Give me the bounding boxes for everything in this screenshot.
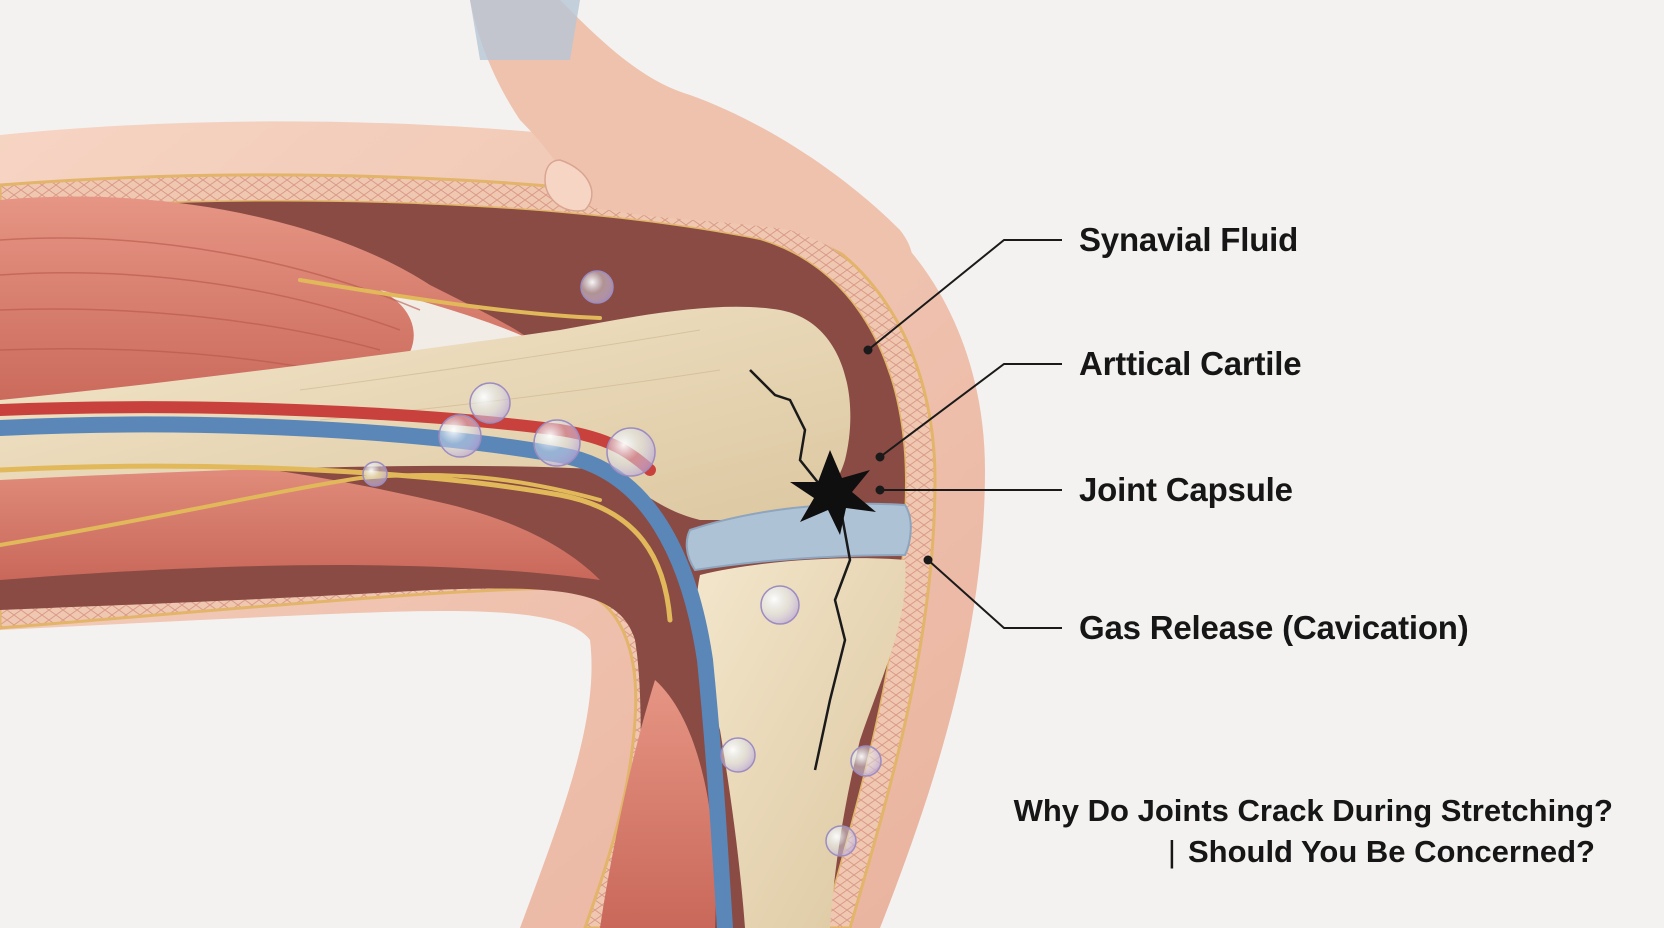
title-line-1: Why Do Joints Crack During Stretching? bbox=[1013, 793, 1613, 828]
title-line-2-text: Should You Be Concerned? bbox=[1187, 834, 1595, 869]
label-joint-capsule: Joint Capsule bbox=[1079, 471, 1293, 508]
crack-starburst bbox=[790, 450, 876, 535]
leader-line-joint-capsule bbox=[875, 485, 1062, 495]
label-articular-cartilage: Arttical Cartile bbox=[1079, 345, 1302, 382]
title-separator: | bbox=[1167, 834, 1176, 869]
leader-line-gas-release bbox=[923, 555, 1062, 629]
tibia-bone bbox=[696, 558, 906, 928]
title-line-2: | Should You Be Concerned? bbox=[1168, 834, 1595, 870]
label-synovial-fluid: Synavial Fluid bbox=[1079, 221, 1299, 258]
calf-muscle bbox=[600, 680, 716, 928]
leader-line-synovial-fluid bbox=[863, 239, 1062, 355]
cartilage-meniscus bbox=[685, 502, 912, 572]
label-gas-release: Gas Release (Cavication) bbox=[1079, 609, 1469, 646]
gas-bubbles bbox=[362, 270, 882, 857]
hand bbox=[470, 0, 913, 285]
leader-lines bbox=[863, 239, 1062, 629]
leader-line-articular-cartilage bbox=[875, 363, 1062, 462]
bone-crack bbox=[749, 369, 852, 771]
